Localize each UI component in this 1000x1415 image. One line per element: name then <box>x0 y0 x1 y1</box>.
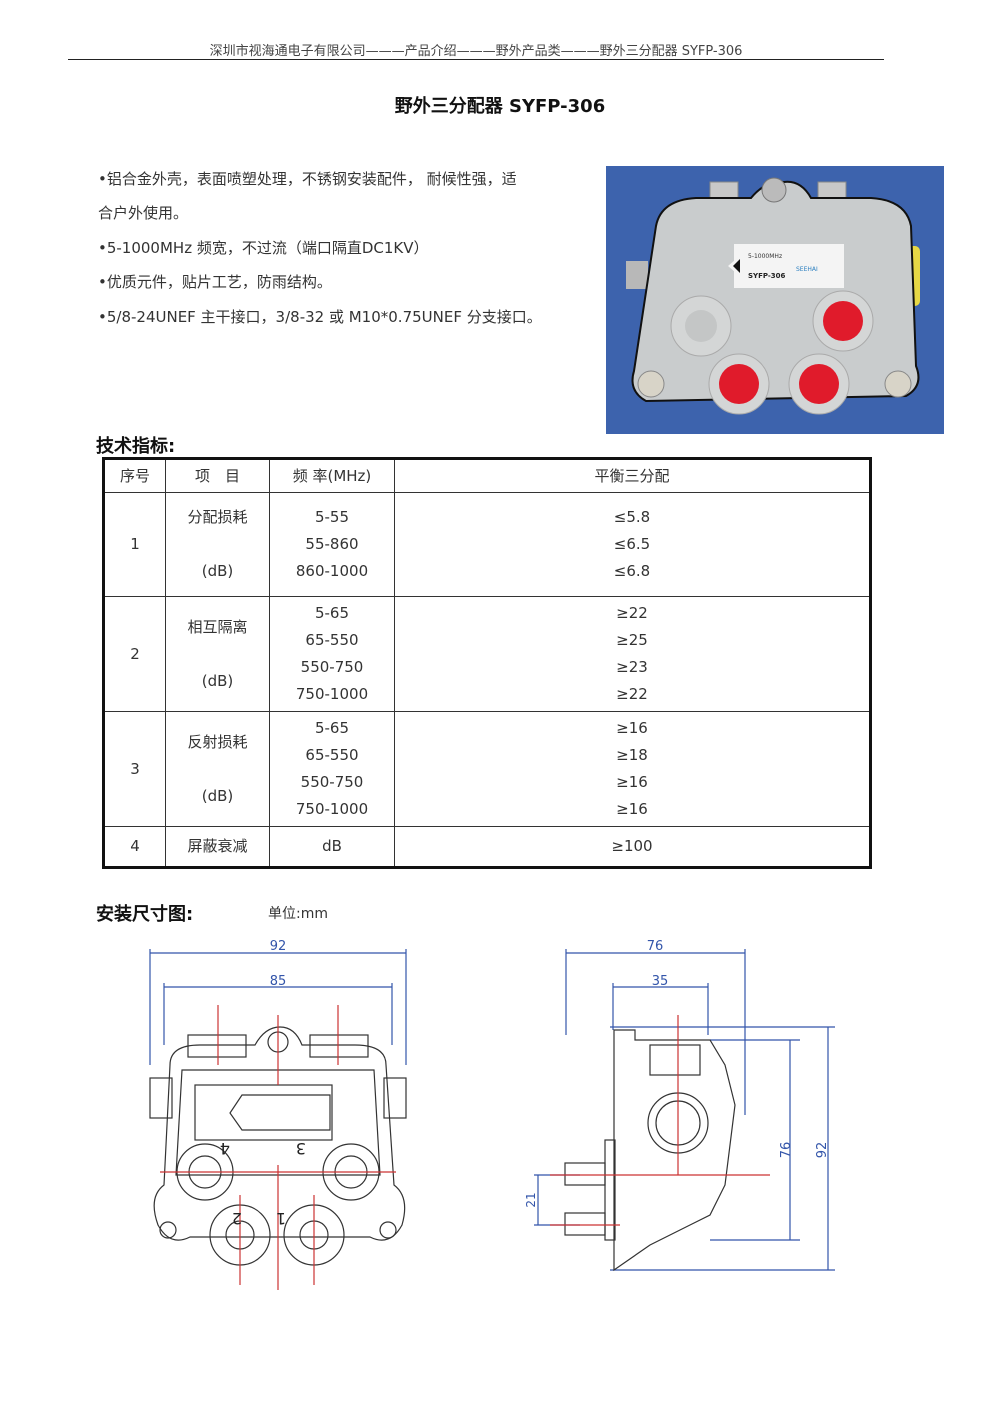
row-item: 分配损耗 (dB) <box>165 492 270 597</box>
row-no: 2 <box>103 596 166 712</box>
front-view-drawing: 92 85 1 2 3 4 <box>149 939 407 1290</box>
table-row: 3 反射损耗 (dB) 5-65 65-550 550-750 750-1000 ≥16… <box>103 711 871 827</box>
port-label-3: 3 <box>296 1139 306 1158</box>
row-values: ≤5.8 ≤6.5 ≤6.8 <box>394 492 871 597</box>
freq: 5-55 <box>314 508 350 526</box>
row-values: ≥100 <box>394 826 871 868</box>
feature-line: •5/8-24UNEF 主干接口，3/8-32 或 M10*0.75UNEF 分… <box>98 308 542 326</box>
freq: 750-1000 <box>295 800 369 818</box>
table-row: 1 分配损耗 (dB) 5-55 55-860 860-1000 ≤5.8 ≤6.5 ≤6… <box>103 492 871 597</box>
side-view-drawing: 76 35 76 92 21 <box>524 939 835 1272</box>
port-label-2: 2 <box>232 1209 242 1228</box>
freq: 750-1000 <box>295 685 369 703</box>
freq: 65-550 <box>305 746 359 764</box>
row-freqs: dB <box>269 826 395 868</box>
port-label-4: 4 <box>220 1139 230 1158</box>
value: ≤5.8 <box>613 508 651 526</box>
item-name: 反射损耗 <box>187 732 248 751</box>
feature-line: •优质元件，贴片工艺，防雨结构。 <box>98 273 332 291</box>
product-photo: SYFP-306 5-1000MHz SEEHAI <box>606 166 944 434</box>
col-header-no: 序号 <box>103 458 166 493</box>
item-unit: (dB) <box>201 671 234 690</box>
item-name: 相互隔离 <box>187 617 248 636</box>
row-item: 反射损耗 (dB) <box>165 711 270 827</box>
feature-line: •5-1000MHz 频宽，不过流（端口隔直DC1KV） <box>98 239 429 257</box>
spec-section-title: 技术指标: <box>96 436 176 457</box>
table-row: 2 相互隔离 (dB) 5-65 65-550 550-750 750-1000 ≥22… <box>103 596 871 712</box>
row-item: 屏蔽衰减 <box>165 826 270 868</box>
row-no: 3 <box>103 711 166 827</box>
freq: 550-750 <box>300 658 364 676</box>
item-unit: (dB) <box>201 786 234 805</box>
dim-side-width-inner: 35 <box>652 974 669 989</box>
dim-port-offset: 21 <box>524 1192 538 1207</box>
feature-line: 合户外使用。 <box>98 204 189 222</box>
col-header-item: 项 目 <box>165 458 270 493</box>
value: ≥23 <box>616 658 648 676</box>
col-header-value: 平衡三分配 <box>394 458 871 493</box>
row-no: 1 <box>103 492 166 597</box>
row-freqs: 5-55 55-860 860-1000 <box>269 492 395 597</box>
row-values: ≥22 ≥25 ≥23 ≥22 <box>394 596 871 712</box>
value: ≥22 <box>616 604 648 622</box>
value: ≥16 <box>616 800 648 818</box>
dimension-section-title: 安装尺寸图: <box>96 904 194 925</box>
value: ≥25 <box>616 631 648 649</box>
freq: 5-65 <box>314 719 350 737</box>
freq: 550-750 <box>300 773 364 791</box>
table-header-row: 序号 项 目 频 率(MHz) 平衡三分配 <box>103 458 871 493</box>
freq: 5-65 <box>314 604 350 622</box>
item-unit: (dB) <box>201 562 234 580</box>
col-header-freq: 频 率(MHz) <box>269 458 395 493</box>
freq: 860-1000 <box>295 562 369 580</box>
row-item: 相互隔离 (dB) <box>165 596 270 712</box>
photo-label-model: SYFP-306 <box>748 272 786 280</box>
dim-side-height-outer: 92 <box>815 1142 830 1159</box>
row-freqs: 5-65 65-550 550-750 750-1000 <box>269 711 395 827</box>
value: ≥22 <box>616 685 648 703</box>
value: ≥16 <box>616 773 648 791</box>
value: ≤6.8 <box>613 562 651 580</box>
row-values: ≥16 ≥18 ≥16 ≥16 <box>394 711 871 827</box>
port-label-1: 1 <box>276 1209 286 1228</box>
dim-side-width-outer: 76 <box>647 939 664 954</box>
dim-width-outer: 92 <box>270 939 287 954</box>
feature-line: •铝合金外壳，表面喷塑处理，不锈钢安装配件， 耐候性强，适 <box>98 170 517 188</box>
page-title: 野外三分配器 SYFP-306 <box>394 96 606 117</box>
dimension-unit: 单位:mm <box>268 906 328 922</box>
freq: 55-860 <box>305 535 359 553</box>
photo-label-freq: 5-1000MHz <box>748 253 782 260</box>
header-divider <box>68 59 884 60</box>
row-no: 4 <box>103 826 166 868</box>
row-freqs: 5-65 65-550 550-750 750-1000 <box>269 596 395 712</box>
dim-side-height-inner: 76 <box>779 1142 794 1159</box>
value: ≥16 <box>616 719 648 737</box>
freq: 65-550 <box>305 631 359 649</box>
photo-label-brand: SEEHAI <box>796 266 818 273</box>
table-row: 4 屏蔽衰减 dB ≥100 <box>103 826 871 868</box>
page-header: 深圳市视海通电子有限公司———产品介绍———野外产品类———野外三分配器 SYF… <box>209 44 743 59</box>
item-name: 分配损耗 <box>187 508 248 526</box>
value: ≤6.5 <box>613 535 651 553</box>
value: ≥18 <box>616 746 648 764</box>
dim-width-inner: 85 <box>270 974 287 989</box>
spec-table: 序号 项 目 频 率(MHz) 平衡三分配 1 分配损耗 (dB) 5-55 55-… <box>102 457 872 869</box>
